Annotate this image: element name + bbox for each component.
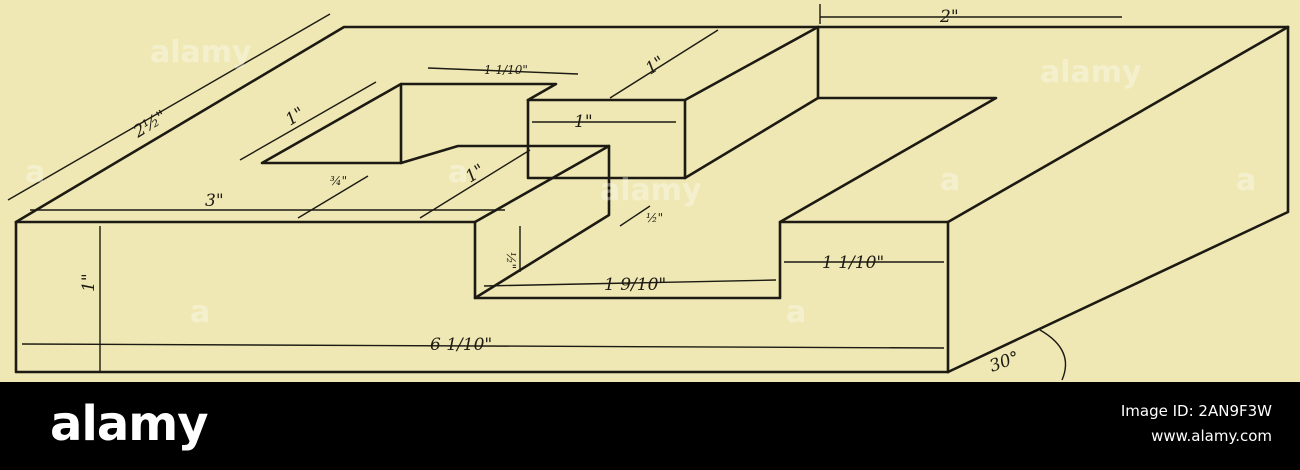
site-url: www.alamy.com (1151, 427, 1272, 445)
dim-right-block: 1 1/10" (822, 253, 884, 273)
alamy-logo: alamy (50, 396, 209, 452)
dim-step-width: 1" (574, 112, 593, 132)
footer-bar: alamy Image ID: 2AN9F3W www.alamy.com (0, 382, 1300, 470)
watermark: a (1236, 163, 1256, 198)
dim-front-width: 3" (205, 191, 224, 211)
watermark: alamy (600, 173, 702, 208)
dimension-lines (7, 4, 1122, 381)
dim-three-quarter: ¾" (330, 174, 347, 188)
watermark: alamy (1040, 55, 1142, 90)
watermarks: alamy alamy alamy a a a a a a (25, 35, 1256, 330)
dimension-labels: 2½" 2" 1 1/10" 1" 1" 1" 3" ¾" 1" ½" ½" 1… (79, 7, 1022, 377)
image-info: Image ID: 2AN9F3W www.alamy.com (1121, 399, 1272, 449)
dim-top-gap: 2" (939, 7, 959, 27)
watermark: a (786, 295, 806, 330)
block-outline (14, 25, 1290, 374)
watermark: a (25, 155, 45, 190)
dim-half: ½" (646, 211, 663, 225)
watermark: a (190, 295, 210, 330)
isometric-drawing: 2½" 2" 1 1/10" 1" 1" 1" 3" ¾" 1" ½" ½" 1… (0, 0, 1300, 382)
dim-top-notch: 1 1/10" (484, 63, 528, 77)
watermark: a (448, 155, 468, 190)
image-id: Image ID: 2AN9F3W (1120, 402, 1272, 420)
watermark: alamy (150, 35, 252, 70)
dim-height: 1" (79, 273, 99, 292)
dim-total-length: 6 1/10" (430, 335, 492, 355)
paper-background (0, 0, 1300, 382)
watermark: a (940, 163, 960, 198)
dim-notch-width: 1 9/10" (604, 275, 666, 295)
dim-front-small: ½" (504, 252, 518, 269)
